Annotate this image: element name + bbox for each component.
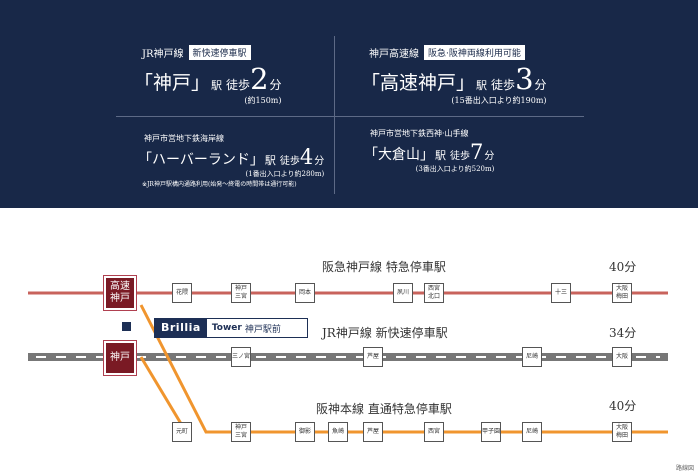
quote-open: 「 — [134, 72, 154, 94]
quote-open: 「 — [364, 147, 378, 163]
distance: (1番出入口より約280m) — [245, 170, 325, 178]
access-okurayama: 神戸市営地下鉄西神·山手線 「大倉山」駅徒歩7分 (3番出入口より約520m) — [364, 128, 495, 174]
property-marker — [122, 322, 131, 331]
walk-minutes: 3 — [515, 62, 534, 96]
station-hanakuma[interactable]: 花隈 — [172, 283, 192, 303]
station-kobe[interactable]: 神戸 — [103, 340, 137, 376]
distance: (約150m) — [244, 96, 282, 105]
station-juso[interactable]: 十三 — [551, 283, 571, 303]
walk-minutes: 7 — [470, 140, 484, 164]
hankyu-minutes: 40分 — [609, 260, 637, 274]
minute-unit: 分 — [534, 78, 547, 92]
station-ashiya-hanshin[interactable]: 芦屋 — [363, 422, 383, 442]
badge: 新快速停車駅 — [188, 45, 251, 60]
quote-open: 「 — [361, 72, 381, 94]
station-okamoto[interactable]: 岡本 — [295, 283, 315, 303]
station-ashiya-jr[interactable]: 芦屋 — [363, 347, 383, 367]
station-suffix: 駅 — [211, 79, 223, 92]
jr-label: JR神戸線 新快速停車駅 — [322, 326, 448, 340]
station-osaka-jr[interactable]: 大阪 — [612, 347, 632, 367]
station-name: 高速神戸 — [380, 72, 457, 94]
brand-tower: Tower — [211, 323, 242, 333]
access-jr: JR神戸線新快速停車駅 「神戸」駅徒歩2分 (約150m) — [134, 42, 282, 106]
diagram-caption: 路線図 — [675, 465, 694, 472]
station-amagasaki-jr[interactable]: 尼崎 — [522, 347, 542, 367]
quote-open: 「 — [138, 152, 152, 168]
station-kobe-sannomiya-hankyu[interactable]: 神戸 三宮 — [231, 283, 251, 303]
walk-label: 徒歩 — [491, 78, 516, 92]
quote-close: 」 — [191, 72, 211, 94]
hanshin-line — [139, 304, 668, 434]
minute-unit: 分 — [484, 151, 495, 162]
station-nishinomiya[interactable]: 西宮 — [424, 422, 444, 442]
distance: (3番出入口より約520m) — [415, 165, 495, 173]
station-sannomiya-jr[interactable]: 三ノ宮 — [231, 347, 251, 367]
line-name: 神戸高速線 — [369, 49, 419, 60]
walk-minutes: 2 — [250, 62, 269, 96]
station-kobe-sannomiya-hanshin[interactable]: 神戸 三宮 — [231, 422, 251, 442]
access-panel: JR神戸線新快速停車駅 「神戸」駅徒歩2分 (約150m) 神戸高速線阪急·阪神… — [0, 0, 698, 208]
access-kosoku: 神戸高速線阪急·阪神両線利用可能 「高速神戸」駅徒歩3分 (15番出入口より約1… — [361, 42, 547, 106]
walk-label: 徒歩 — [450, 151, 470, 162]
quote-close: 」 — [249, 152, 264, 168]
station-motomachi[interactable]: 元町 — [172, 422, 192, 442]
station-amagasaki-hanshin[interactable]: 尼崎 — [522, 422, 542, 442]
quote-close: 」 — [420, 147, 434, 163]
jr-minutes: 34分 — [609, 326, 637, 340]
station-name: ハーバーランド — [152, 152, 250, 168]
station-suffix: 駅 — [264, 154, 276, 167]
station-shukugawa[interactable]: 夙川 — [393, 283, 413, 303]
station-suffix: 駅 — [435, 149, 446, 162]
minute-unit: 分 — [314, 156, 325, 167]
property-label: Brillia Tower 神戸駅前 — [154, 318, 308, 338]
hanshin-minutes: 40分 — [609, 399, 637, 413]
access-harborland: 神戸市営地下鉄海岸線 「ハーバーランド」駅徒歩4分 (1番出入口より約280m)… — [138, 133, 325, 188]
walk-minutes: 4 — [299, 145, 314, 169]
station-kosoku-kobe[interactable]: 高速 神戸 — [103, 275, 137, 311]
station-name: 大倉山 — [378, 147, 420, 163]
walk-label: 徒歩 — [279, 156, 300, 167]
station-uozaki[interactable]: 魚崎 — [328, 422, 348, 442]
station-name: 神戸 — [153, 72, 192, 94]
station-mikage[interactable]: 御影 — [295, 422, 315, 442]
badge: 阪急·阪神両線利用可能 — [424, 45, 525, 60]
minute-unit: 分 — [269, 78, 282, 92]
walk-label: 徒歩 — [226, 78, 251, 92]
station-nishinomiya-kitaguchi[interactable]: 西宮 北口 — [424, 283, 444, 303]
note: ※JR神戸駅構内通路利用(始発〜終電の時間帯は通行可能) — [142, 181, 297, 188]
brand-logo: Brillia — [155, 319, 207, 337]
distance: (15番出入口より約190m) — [451, 96, 547, 105]
station-koshien[interactable]: 甲子園 — [481, 422, 501, 442]
station-suffix: 駅 — [476, 79, 488, 92]
line-name: 神戸市営地下鉄海岸線 — [144, 134, 224, 143]
line-name: 神戸市営地下鉄西神·山手線 — [370, 129, 469, 138]
hanshin-label: 阪神本線 直通特急停車駅 — [316, 402, 452, 416]
quote-close: 」 — [456, 72, 476, 94]
station-osaka-umeda-hankyu[interactable]: 大阪 梅田 — [612, 283, 632, 303]
divider-horizontal — [116, 116, 584, 117]
kobe-connector-line — [139, 356, 188, 433]
property-location: 神戸駅前 — [244, 324, 281, 335]
station-osaka-umeda-hanshin[interactable]: 大阪 梅田 — [612, 422, 632, 442]
hankyu-label: 阪急神戸線 特急停車駅 — [322, 260, 446, 274]
divider-vertical — [334, 36, 335, 194]
line-name: JR神戸線 — [142, 49, 184, 60]
